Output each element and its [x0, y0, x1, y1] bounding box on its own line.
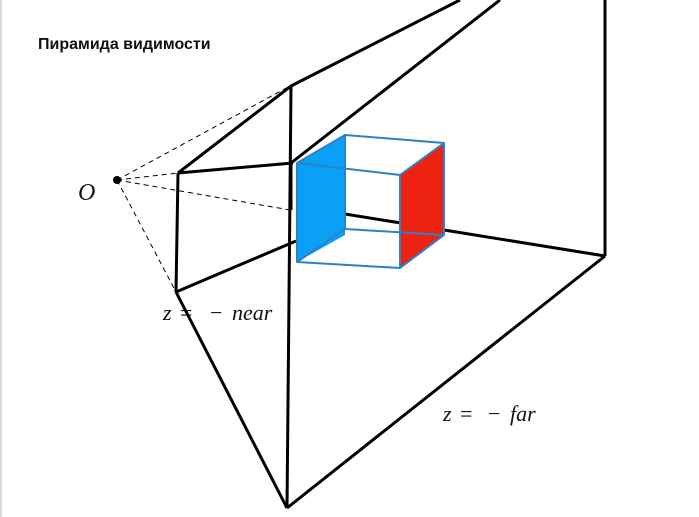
- far-label-equals: =: [460, 401, 472, 426]
- eye-point: [113, 176, 121, 184]
- near-label: z = − near: [162, 300, 273, 325]
- frustum-edges: [174, 0, 607, 510]
- top-left-edge: [177, 84, 292, 175]
- projection-rays: [116, 85, 291, 293]
- top-edge-inner: [290, 0, 501, 165]
- near-top-edge: [177, 161, 294, 175]
- origin-label: O: [78, 180, 95, 206]
- ray-top-near: [116, 172, 179, 181]
- floor-edge: [175, 239, 297, 294]
- near-label-minus: −: [210, 300, 222, 325]
- near-plane-edges: [174, 172, 180, 293]
- left-border-rule: [0, 0, 2, 517]
- mid-left-edge: [285, 85, 293, 509]
- ray-bottom-near: [116, 179, 177, 293]
- near-label-var: z: [162, 300, 172, 325]
- diagram-title: Пирамида видимости: [38, 36, 211, 53]
- ray-top-far: [116, 85, 291, 181]
- top-edge-outer: [290, 0, 461, 88]
- cube: [296, 134, 445, 269]
- far-label: z = − far: [442, 401, 536, 426]
- cube-edge-tr: [399, 142, 445, 176]
- far-label-var: z: [442, 401, 452, 426]
- cube-right-face: [400, 143, 444, 268]
- cube-edge-bl: [296, 228, 346, 263]
- near-label-equals: =: [180, 300, 192, 325]
- cube-edge-br: [399, 234, 445, 269]
- bottom-right-edge: [286, 254, 606, 510]
- far-label-minus: −: [488, 401, 500, 426]
- far-label-name: far: [510, 401, 536, 426]
- near-label-name: near: [232, 300, 273, 325]
- cube-edge-tl: [296, 134, 346, 164]
- bottom-left-edge: [174, 291, 289, 509]
- far-bottom-edge: [344, 212, 606, 258]
- ray-right-near: [116, 179, 291, 211]
